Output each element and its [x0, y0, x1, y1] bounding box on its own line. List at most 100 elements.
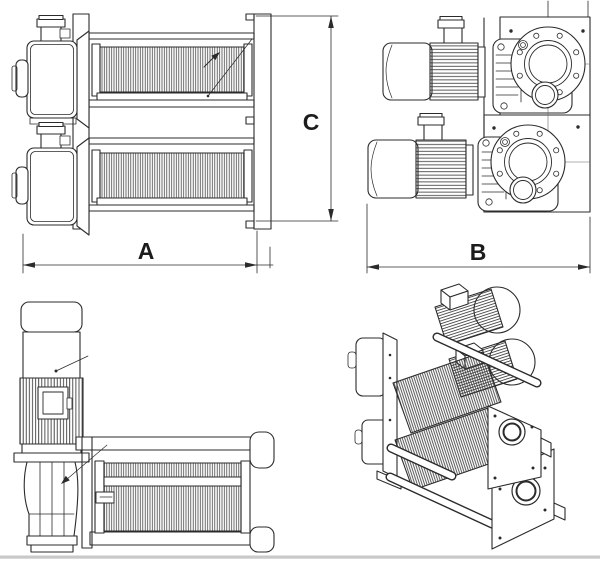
- cable-drum-1: [91, 43, 253, 101]
- dimension-arrow: [245, 262, 257, 268]
- motor-cap-lip: [417, 116, 445, 126]
- cable-clamp: [95, 491, 115, 504]
- gearbox-bell: [23, 461, 79, 537]
- dimension-b: B: [366, 203, 591, 274]
- side-motor-upper: [382, 15, 591, 213]
- bolt-dot: [493, 476, 497, 480]
- frame-rail: [88, 204, 255, 212]
- motor-fins: [429, 42, 479, 101]
- lifting-eye-inner: [502, 139, 508, 145]
- front-motor-1: [11, 14, 90, 129]
- motor-cap-lip: [437, 19, 465, 29]
- plan-motor: [13, 301, 90, 553]
- dimension-a: A: [22, 230, 274, 274]
- rail-end-cap-top: [249, 431, 275, 469]
- motor-cap-top: [38, 14, 64, 21]
- leader-line: [207, 38, 253, 97]
- left-plate-edge: [81, 436, 93, 549]
- housing-bolt: [485, 198, 493, 206]
- frame-rail: [88, 137, 255, 145]
- front-right-plate: [253, 13, 272, 230]
- bolt-dot: [531, 466, 535, 470]
- motor-end-boss: [15, 166, 29, 205]
- dimension-label-b: B: [470, 239, 487, 265]
- iso-gearbox-nub: [354, 429, 363, 445]
- drum-flange-left: [91, 43, 101, 97]
- motor-fins: [415, 139, 467, 199]
- bolt-dot: [492, 126, 496, 130]
- motor-flange: [21, 443, 82, 454]
- drum-port-inner: [502, 422, 522, 442]
- terminal-box-inner: [42, 391, 64, 415]
- iso-motor-upper: [434, 283, 521, 346]
- dimension-arrow: [328, 16, 334, 28]
- iso-tie-rod: [386, 443, 457, 481]
- motor-cap-stem: [40, 26, 62, 42]
- drum-port-inner: [515, 480, 537, 502]
- rope-coil-area: [103, 462, 242, 532]
- plate-face: [487, 405, 542, 490]
- motor-adapter: [477, 46, 486, 98]
- plate-tab-top: [245, 13, 255, 21]
- output-boss-inner: [513, 180, 533, 200]
- housing-bolt: [497, 43, 505, 51]
- leader-line: [65, 444, 108, 481]
- lifting-eye: [500, 137, 510, 147]
- rope-coil-area: [99, 152, 245, 199]
- motor-body: [382, 42, 433, 101]
- tie-rod-face: [433, 333, 541, 387]
- output-boss-inner: [535, 85, 555, 105]
- bolt-dot: [388, 353, 392, 357]
- iso-gearbox-nub: [347, 351, 357, 369]
- motor-body-inner: [30, 44, 74, 115]
- plate-tab-bottom: [245, 220, 255, 229]
- motor-bracket: [76, 30, 90, 129]
- mount-plate: [13, 452, 90, 463]
- motor-body-curve: [370, 141, 378, 197]
- motor-end-boss: [15, 59, 29, 98]
- leader-dot: [54, 369, 58, 373]
- iso-gearbox-upper: [355, 337, 387, 397]
- dimension-c: C: [255, 15, 339, 222]
- motor-cap-stem: [423, 124, 443, 141]
- motor-body: [26, 147, 78, 226]
- lifting-eye-inner: [520, 42, 526, 48]
- motor-cap-stem: [443, 27, 463, 44]
- motor-adapter: [465, 144, 474, 196]
- motor-body: [26, 40, 78, 119]
- motor-cap-lip: [36, 18, 66, 28]
- motor-body: [22, 331, 81, 379]
- cable-drum-2: [91, 149, 253, 206]
- drum-flange-right: [243, 149, 253, 203]
- motor-cap-stem: [40, 133, 62, 149]
- motor-body-inner: [30, 151, 74, 222]
- rail-end-cap-bottom: [249, 526, 275, 553]
- dimension-label-a: A: [138, 238, 155, 264]
- frame-rail: [88, 32, 255, 40]
- bolt-dot: [388, 418, 392, 422]
- bolt-dot: [576, 125, 580, 129]
- front-view: [11, 13, 272, 236]
- lifting-eye: [518, 40, 528, 50]
- leader-line: [55, 355, 89, 372]
- drum-port-outer: [498, 418, 526, 446]
- leader-arrowhead: [211, 52, 220, 61]
- footer-edge-strip: [0, 555, 600, 559]
- frame-rail: [88, 99, 255, 108]
- bolt-dot: [543, 466, 547, 470]
- drum-flange-left: [91, 149, 101, 203]
- front-motor-2: [11, 121, 90, 236]
- bottom-rail: [89, 531, 257, 546]
- dimension-arrow: [328, 209, 334, 221]
- isometric-view: [347, 283, 566, 550]
- tie-rod-face: [386, 473, 496, 528]
- plate-foot: [553, 502, 566, 521]
- housing-bolt: [500, 102, 508, 110]
- plan-drum-frame: [75, 431, 275, 553]
- drum-guide-bar: [103, 476, 242, 487]
- leader-dot: [206, 94, 210, 98]
- motor-bracket: [76, 137, 90, 236]
